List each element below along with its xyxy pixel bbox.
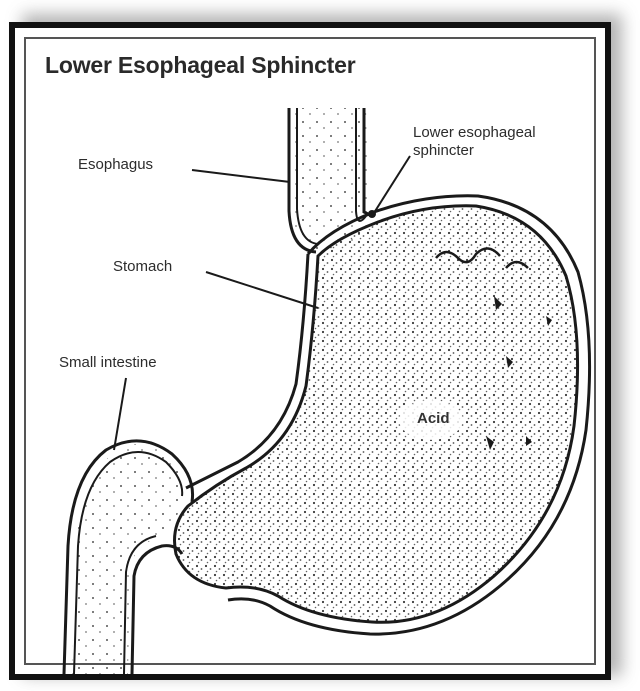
label-acid: Acid: [417, 410, 450, 427]
sphincter-leader-line: [371, 155, 411, 217]
diagram-frame: Lower Esophageal Sphincter: [9, 22, 611, 680]
stomach-leader-line: [205, 271, 319, 309]
label-lower-esophageal-sphincter: Lower esophageal sphincter: [413, 124, 536, 160]
stomach-illustration: [62, 108, 592, 675]
label-small-intestine: Small intestine: [59, 354, 157, 371]
small-intestine-leader-line: [113, 377, 127, 451]
label-les-line1: Lower esophageal: [413, 124, 536, 141]
small-intestine-shape: [62, 439, 195, 675]
inner-border: [24, 37, 596, 665]
stomach-shape: [173, 194, 592, 636]
label-esophagus: Esophagus: [78, 156, 154, 173]
esophagus-leader-line: [191, 169, 291, 183]
leader-lines: [113, 155, 411, 451]
label-les-line2: sphincter: [413, 142, 474, 159]
diagram-title: Lower Esophageal Sphincter: [45, 52, 356, 78]
label-stomach: Stomach: [113, 258, 173, 275]
